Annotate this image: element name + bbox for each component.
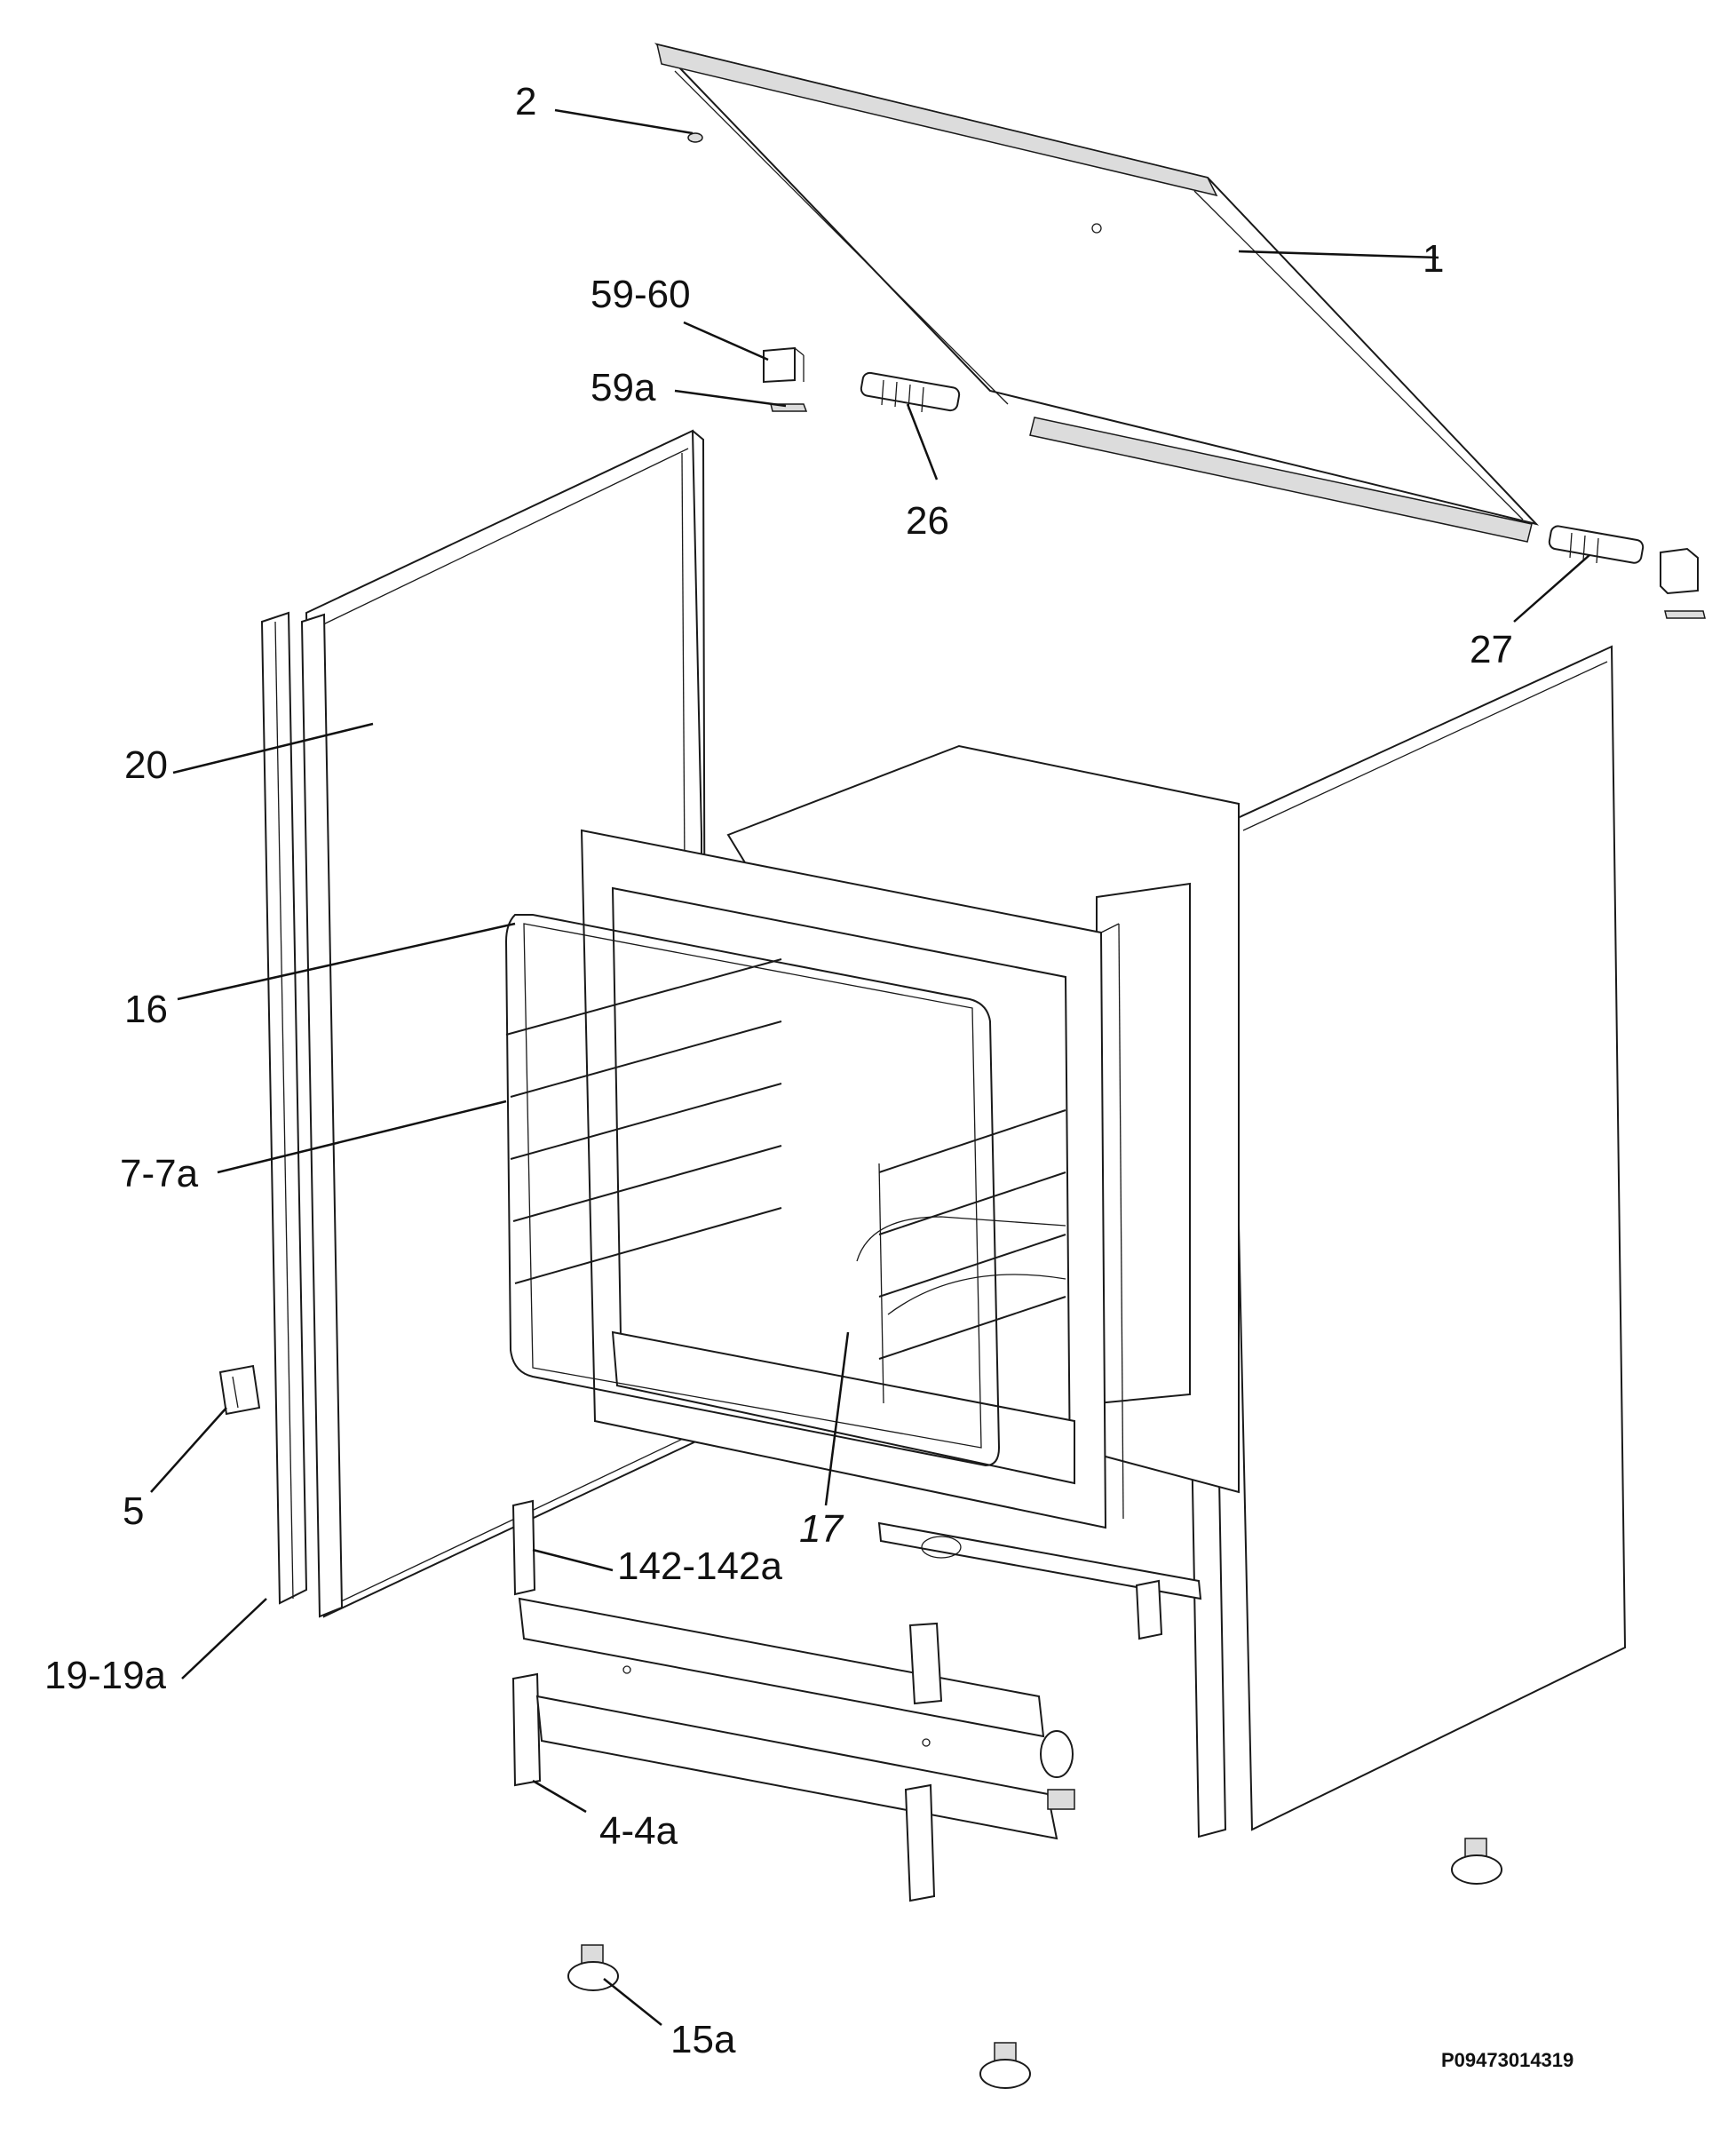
part-59-60-bracket	[763, 346, 808, 412]
label-142-142a: 142-142a	[617, 1544, 782, 1588]
part-7-7a-racks	[505, 958, 1066, 1404]
part-27-spring-assembly	[1548, 525, 1706, 619]
label-59-60: 59-60	[591, 273, 691, 316]
part-142-bottom-frame	[511, 1499, 1202, 1738]
label-59a: 59a	[591, 366, 656, 409]
leader-lines	[150, 108, 1590, 2026]
part-4-4a-lower-frame	[511, 1665, 1075, 1902]
part-1-top-lid	[654, 43, 1540, 543]
label-4-4a: 4-4a	[599, 1809, 678, 1853]
foot-front	[979, 2042, 1031, 2089]
part-5-clip	[218, 1364, 261, 1416]
label-26: 26	[906, 499, 949, 543]
part-15a-foot	[567, 1944, 619, 1991]
label-7-7a: 7-7a	[120, 1152, 199, 1195]
label-27: 27	[1470, 628, 1513, 671]
right-side-panel	[1179, 645, 1627, 1838]
label-19-19a: 19-19a	[44, 1654, 167, 1697]
part-16-door-seal	[504, 914, 1001, 1467]
part-17-front-frame	[580, 829, 1124, 1529]
part-26-spring	[860, 371, 961, 413]
drawing-code: P09473014319	[1441, 2049, 1574, 2071]
label-20: 20	[124, 743, 168, 787]
label-2: 2	[515, 80, 537, 123]
foot-right	[1451, 1838, 1502, 1885]
part-19-19a-left-strip	[260, 611, 344, 1618]
part-2-fixing	[687, 132, 703, 143]
label-15a: 15a	[670, 2018, 736, 2061]
label-17: 17	[799, 1507, 843, 1551]
label-16: 16	[124, 988, 168, 1031]
label-1: 1	[1423, 237, 1445, 281]
label-5: 5	[123, 1489, 145, 1533]
